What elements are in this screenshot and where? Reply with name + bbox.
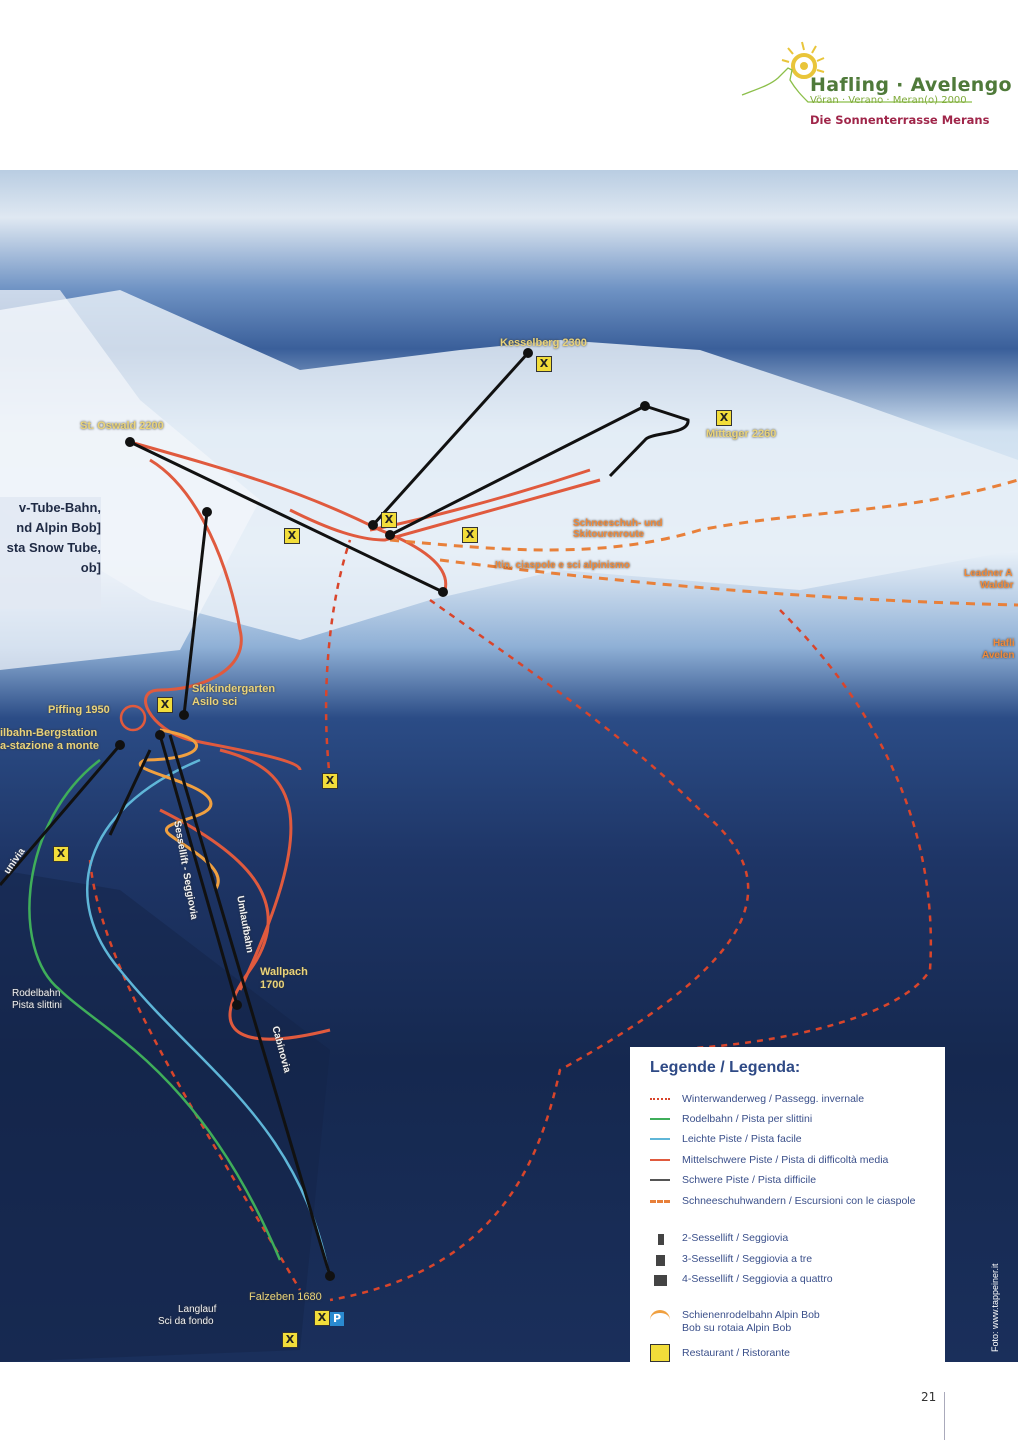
label-piffing: Piffing 1950: [48, 704, 110, 716]
legend-item: Schwere Piste / Pista difficile: [650, 1174, 816, 1186]
legend-label-2: Bob su rotaia Alpin Bob: [682, 1322, 792, 1334]
tube-box-line: v-Tube-Bahn,: [18, 500, 101, 515]
label-wallpach-alt: 1700: [260, 979, 285, 991]
orange-dashed-line-icon: [650, 1199, 670, 1203]
label-bergstation-de: ilbahn-Bergstation: [0, 727, 98, 739]
legend-item: Leichte Piste / Pista facile: [650, 1133, 802, 1145]
restaurant-icon: X: [157, 697, 173, 713]
restaurant-icon: X: [462, 527, 478, 543]
page-number: 21: [921, 1390, 937, 1404]
label-kesselberg: Kesselberg 2300: [500, 337, 587, 349]
blue-line-icon: [650, 1138, 670, 1141]
photo-credit: Foto: www.tappeiner.it: [990, 1263, 1000, 1352]
label-wallpach: Wallpach: [260, 966, 308, 978]
restaurant-icon: X: [284, 528, 300, 544]
restaurant-icon: X: [53, 846, 69, 862]
map-legend: Legende / Legenda: Winterwanderweg / Pas…: [630, 1047, 945, 1362]
legend-title: Legende / Legenda:: [650, 1059, 801, 1076]
legend-label: Restaurant / Ristorante: [682, 1347, 790, 1359]
chairlift-3-icon: [650, 1252, 670, 1266]
parking-icon: P: [330, 1312, 344, 1326]
label-sci-da-fondo: Sci da fondo: [158, 1316, 214, 1327]
tube-box-line: ob]: [80, 560, 101, 575]
legend-label: Schneeschuhwandern / Escursioni con le c…: [682, 1195, 916, 1208]
label-skikindergarten: Skikindergarten: [192, 683, 276, 695]
chairlift-4-icon: [650, 1272, 670, 1286]
label-avelengo: Avelen: [982, 650, 1015, 661]
legend-label: Leichte Piste / Pista facile: [682, 1133, 802, 1146]
logo-subtitle: Vöran · Verano · Meran(o) 2000: [810, 95, 967, 106]
legend-label: Mittelschwere Piste / Pista di difficolt…: [682, 1154, 889, 1167]
restaurant-icon: [650, 1344, 670, 1362]
legend-label: 4-Sessellift / Seggiovia a quattro: [682, 1273, 833, 1285]
legend-item: Winterwanderweg / Passegg. invernale: [650, 1093, 864, 1105]
label-pista-slittini: Pista slittini: [12, 1000, 63, 1011]
restaurant-icon: X: [716, 410, 732, 426]
red-dotted-line-icon: [650, 1098, 670, 1101]
label-hafling: Hafli: [993, 638, 1015, 649]
legend-label: 3-Sessellift / Seggiovia a tre: [682, 1253, 813, 1265]
label-asilo-sci: Asilo sci: [192, 696, 238, 708]
legend-label: Schienenrodelbahn Alpin Bob: [682, 1309, 820, 1322]
restaurant-icon: X: [536, 356, 552, 372]
logo-tagline: Die Sonnenterrasse Merans: [810, 113, 990, 127]
legend-label: Winterwanderweg / Passegg. invernale: [682, 1093, 865, 1106]
legend-item: 2-Sessellift / Seggiovia: [650, 1231, 788, 1245]
sun-horse-logo-icon: [741, 41, 972, 103]
legend-label: 2-Sessellift / Seggiovia: [682, 1232, 789, 1244]
restaurant-icon: X: [322, 773, 338, 789]
hafling-logo: Hafling · Avelengo Vöran · Verano · Mera…: [740, 40, 1012, 132]
map-routes: [0, 290, 1018, 1362]
restaurant-icon: X: [381, 512, 397, 528]
alpine-coaster-icon: [650, 1309, 670, 1321]
legend-item: 3-Sessellift / Seggiovia a tre: [650, 1252, 812, 1266]
label-snowshoe-it: Itin. ciaspole e sci alpinismo: [495, 560, 631, 571]
restaurant-icon: X: [314, 1310, 330, 1326]
logo-title: Hafling · Avelengo: [810, 74, 1012, 96]
label-mittager: Mittager 2260: [706, 428, 777, 440]
page-divider: [944, 1392, 945, 1440]
label-falzeben: Falzeben 1680: [249, 1291, 322, 1303]
legend-item: Schneeschuhwandern / Escursioni con le c…: [650, 1195, 915, 1207]
label-snowshoe-de: Schneeschuh- und: [573, 518, 663, 529]
green-line-icon: [650, 1118, 670, 1121]
label-st-oswald: St. Oswald 2200: [80, 420, 164, 432]
tube-box-line: nd Alpin Bob]: [16, 520, 101, 535]
legend-item: Restaurant / Ristorante: [650, 1344, 790, 1362]
legend-label: Rodelbahn / Pista per slittini: [682, 1113, 813, 1126]
tube-box-line: sta Snow Tube,: [6, 540, 101, 555]
black-line-icon: [650, 1179, 670, 1182]
chairlift-2-icon: [650, 1231, 670, 1245]
legend-label: Schwere Piste / Pista difficile: [682, 1174, 817, 1187]
legend-item: Schienenrodelbahn Alpin Bob: [650, 1309, 820, 1321]
label-rodelbahn: Rodelbahn: [12, 988, 61, 999]
label-leadner: Leadner A: [964, 568, 1013, 579]
restaurant-icon: X: [282, 1332, 298, 1348]
legend-item: 4-Sessellift / Seggiovia a quattro: [650, 1272, 833, 1286]
label-bergstation-it: a-stazione a monte: [0, 740, 100, 752]
snow-tube-info-box: v-Tube-Bahn, nd Alpin Bob] sta Snow Tube…: [0, 497, 101, 609]
legend-item: Rodelbahn / Pista per slittini: [650, 1113, 812, 1125]
label-snowshoe-de-2: Skitourenroute: [573, 529, 645, 540]
label-waldbr: Waldbr: [980, 580, 1014, 591]
legend-item: Mittelschwere Piste / Pista di difficolt…: [650, 1154, 888, 1166]
red-line-icon: [650, 1159, 670, 1162]
label-langlauf: Langlauf: [178, 1304, 217, 1315]
